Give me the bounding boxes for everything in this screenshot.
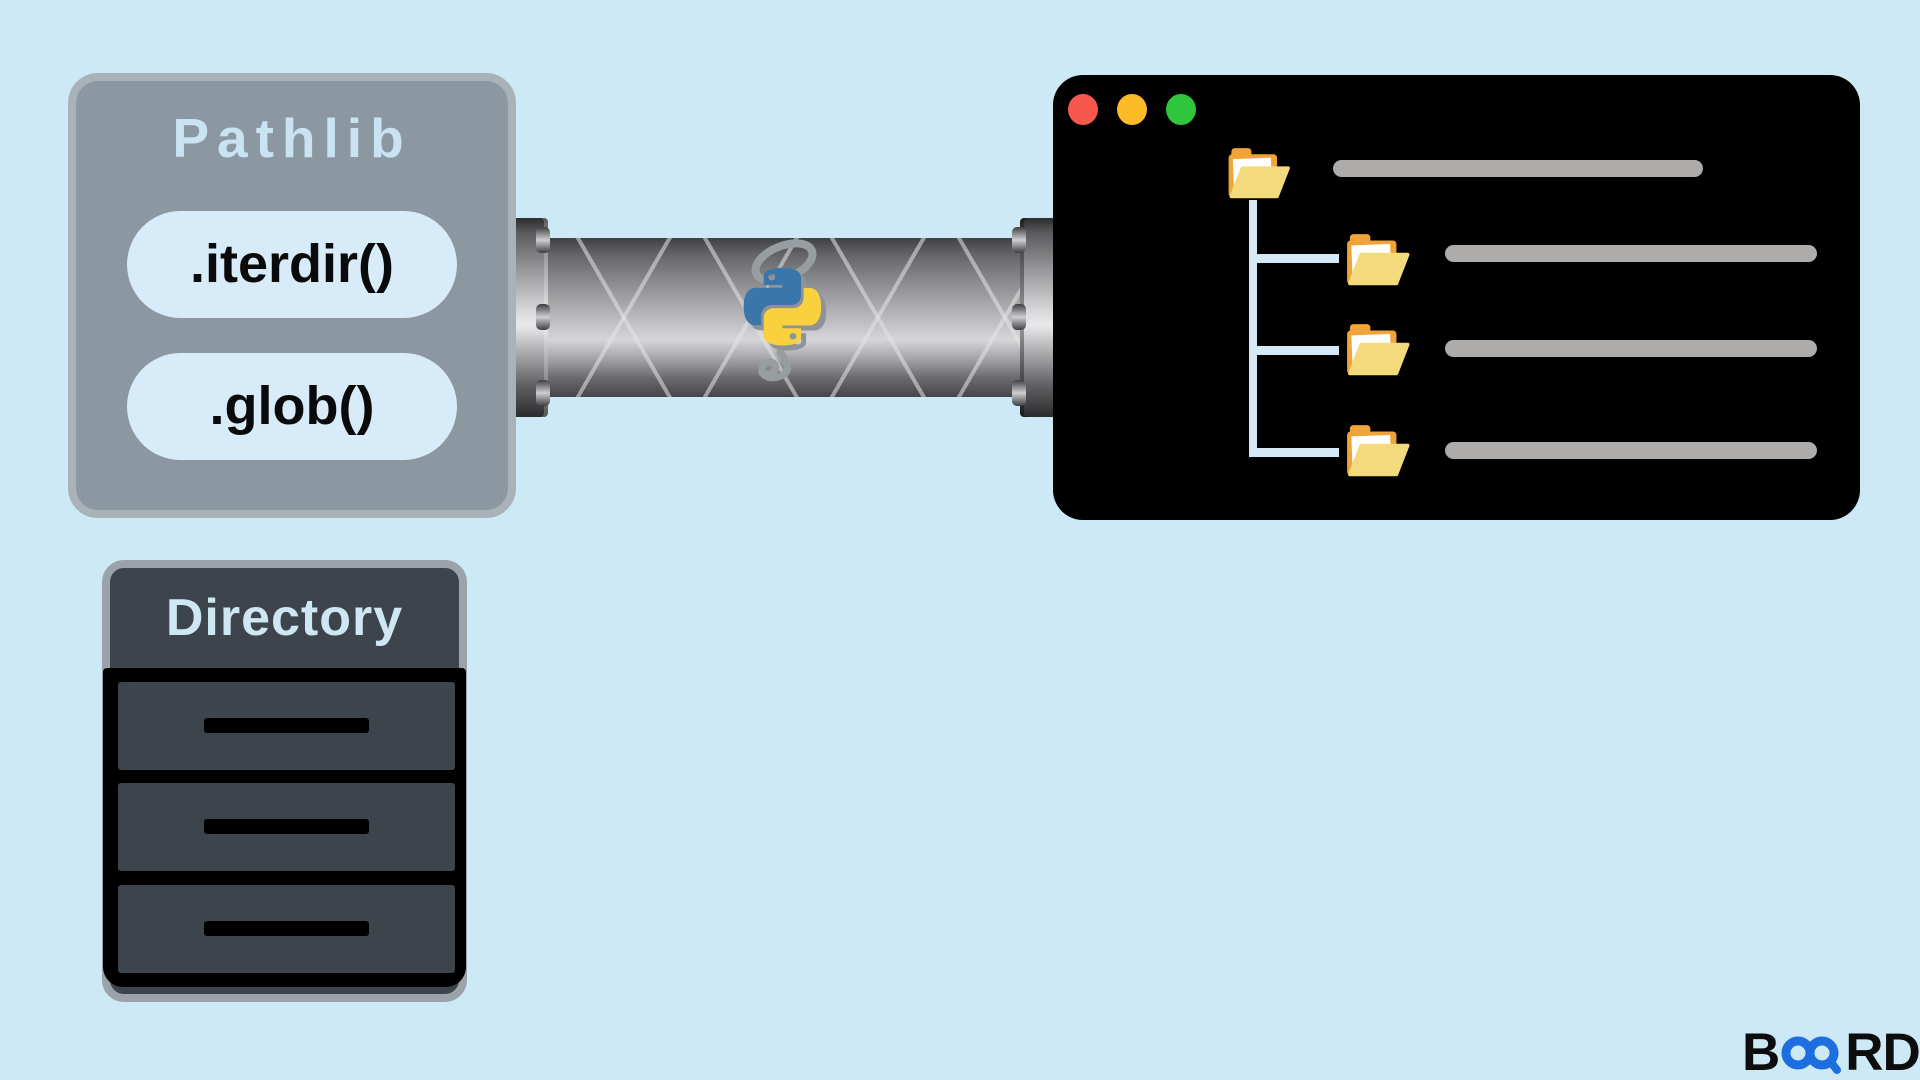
folder-icon bbox=[1226, 146, 1290, 199]
drawer-handle bbox=[204, 921, 369, 936]
pipe-bolt bbox=[1012, 380, 1026, 406]
drawer-handle bbox=[204, 718, 369, 733]
drawer bbox=[118, 783, 455, 871]
board-logo-text: RD bbox=[1845, 1022, 1920, 1080]
root-label-bar bbox=[1333, 160, 1703, 177]
folder-icon bbox=[1345, 322, 1410, 376]
pipe-bolt bbox=[1012, 304, 1026, 330]
python-logo-icon bbox=[743, 239, 827, 382]
child-label-bar bbox=[1445, 245, 1817, 262]
minimize-button bbox=[1117, 94, 1147, 125]
pathlib-module-box: Pathlib .iterdir() .glob() bbox=[68, 73, 516, 518]
tree-connector-vertical bbox=[1249, 200, 1257, 457]
folder-icon bbox=[1345, 232, 1410, 286]
close-button bbox=[1068, 94, 1098, 125]
directory-cabinet: Directory bbox=[102, 560, 467, 1002]
pipe-bolt bbox=[536, 380, 550, 406]
folder-icon bbox=[1345, 423, 1410, 477]
drawer-handle bbox=[204, 819, 369, 834]
tree-connector-branch bbox=[1249, 346, 1339, 355]
pathlib-title: Pathlib bbox=[172, 107, 412, 169]
terminal-window bbox=[1053, 75, 1860, 520]
infinity-icon bbox=[1781, 1036, 1842, 1074]
directory-title: Directory bbox=[165, 589, 404, 647]
board-logo-text: B bbox=[1742, 1022, 1780, 1080]
drawer bbox=[118, 682, 455, 770]
pipe-bolt bbox=[536, 304, 550, 330]
child-label-bar bbox=[1445, 340, 1817, 357]
pipe-bolt bbox=[536, 227, 550, 253]
child-label-bar bbox=[1445, 442, 1817, 459]
tree-connector-branch bbox=[1249, 254, 1339, 263]
board-logo: B RD bbox=[1742, 1023, 1920, 1080]
pipe-connector bbox=[508, 218, 1060, 417]
zoom-button bbox=[1166, 94, 1196, 125]
pipe-bolt bbox=[1012, 227, 1026, 253]
method-pill-iterdir: .iterdir() bbox=[127, 211, 457, 318]
method-pill-glob: .glob() bbox=[127, 353, 457, 460]
drawer bbox=[118, 885, 455, 973]
tree-connector-branch bbox=[1249, 448, 1339, 457]
